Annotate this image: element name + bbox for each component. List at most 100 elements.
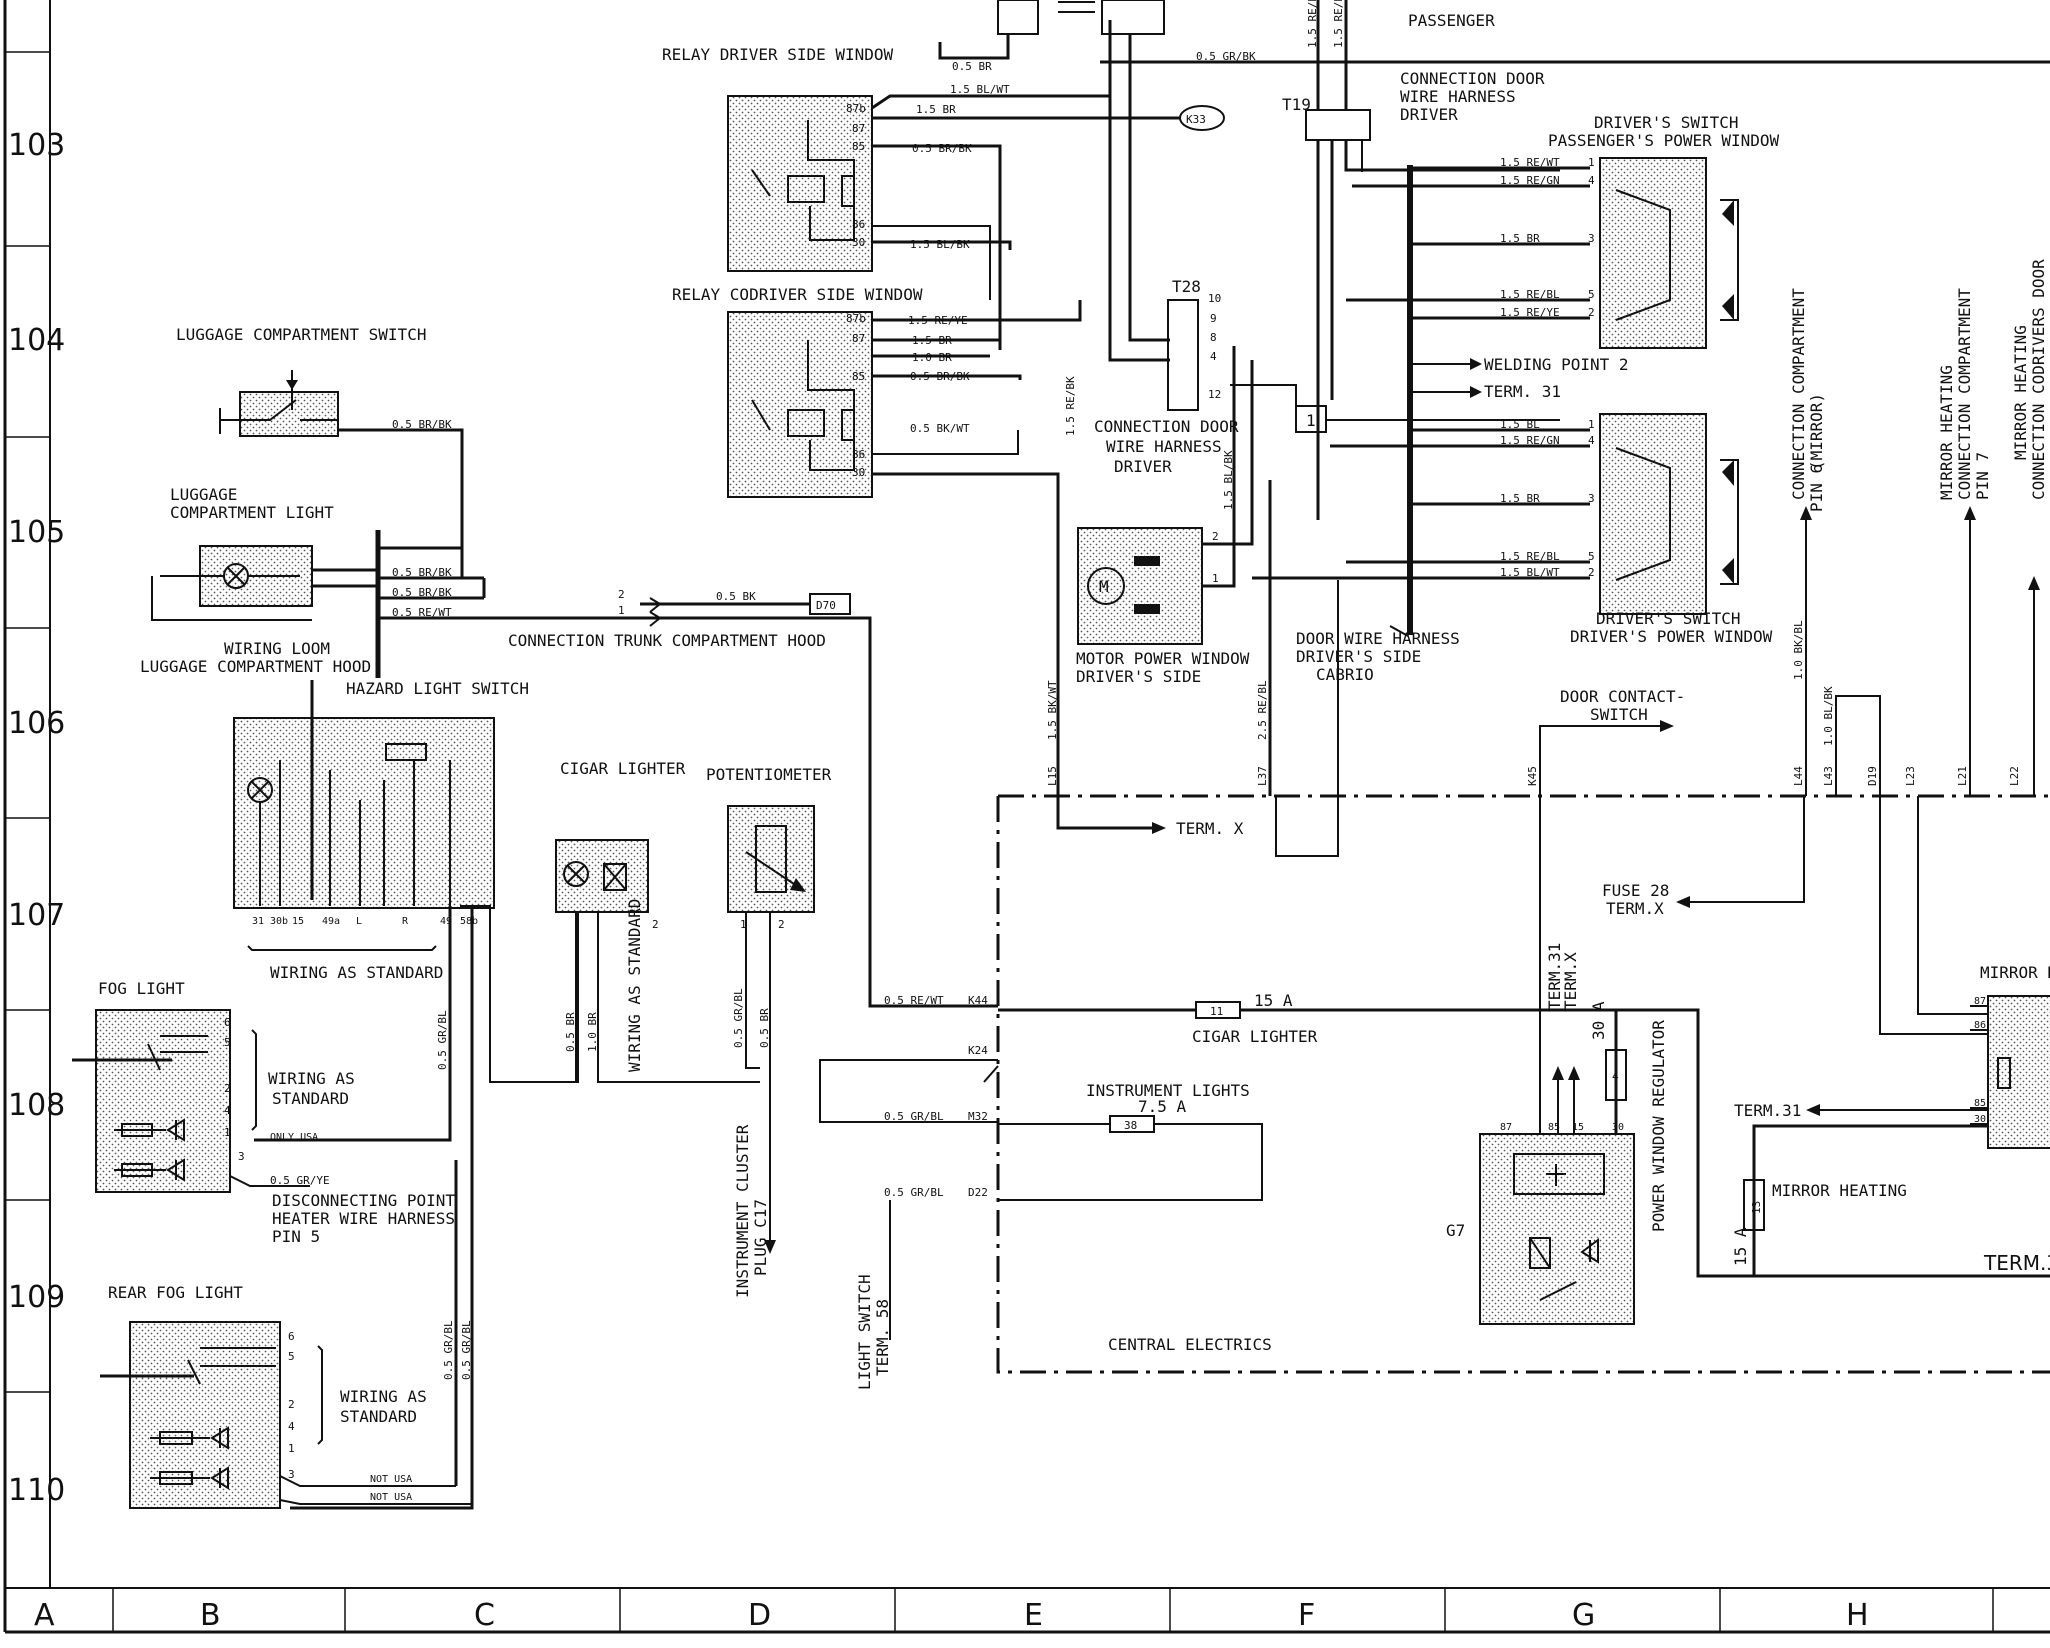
fuse-11: 11 <box>1210 1005 1223 1018</box>
k33-label: K33 <box>1186 113 1206 126</box>
relay-codriver-side-window: RELAY CODRIVER SIDE WINDOW 87b 87 85 86 … <box>672 285 923 498</box>
wire-label-15br: 1.5 BR <box>916 103 956 116</box>
relay-driver-box <box>727 95 873 272</box>
t19-wire-15rebk-a: 1.5 RE/BK <box>1306 0 1319 48</box>
wire-10br-cig: 1.0 BR <box>586 1012 599 1052</box>
row-label-110: 110 <box>8 1473 65 1508</box>
motor-m: M <box>1099 577 1109 596</box>
haz-pin-30b: 30b <box>270 916 288 927</box>
fog-pin-6: 6 <box>224 1016 231 1029</box>
pin-l22: L22 <box>2008 766 2021 786</box>
col-label-a: A <box>34 1598 55 1633</box>
term-x-label: TERM. X <box>1176 819 1244 838</box>
motor-pin-2: 2 <box>1212 530 1219 543</box>
t28-pin-9: 9 <box>1210 312 1217 325</box>
t19-wire-15rebk-b: 1.5 RE/BK <box>1332 0 1345 48</box>
conn-mirror-1: CONNECTION COMPARTMENT <box>1789 288 1808 500</box>
pin-l23: L23 <box>1904 766 1917 786</box>
row-label-106: 106 <box>8 706 65 741</box>
row-label-109: 109 <box>8 1280 65 1315</box>
conn-door-driver-3: DRIVER <box>1114 457 1172 476</box>
door-harness-2: DRIVER'S SIDE <box>1296 647 1421 666</box>
fuse-38: 38 <box>1124 1119 1137 1132</box>
door-harness-1: DOOR WIRE HARNESS <box>1296 629 1460 648</box>
row-label-105: 105 <box>8 515 65 550</box>
d70-label: D70 <box>816 599 836 612</box>
luggage-compartment: LUGGAGE COMPARTMENT SWITCH 0.5 BR/BK LUG… <box>140 325 640 678</box>
wire-05rewt-lug: 0.5 RE/WT <box>392 606 452 619</box>
wire-label-15rebk-v: 1.5 RE/BK <box>1064 376 1077 436</box>
wire-25rebl: 2.5 RE/BL <box>1256 680 1269 740</box>
g7-label: G7 <box>1446 1221 1465 1240</box>
disc-2: HEATER WIRE HARNESS <box>272 1209 455 1228</box>
drv-sw-pin-3: 3 <box>1588 492 1595 505</box>
row-labels: 103 104 105 106 107 108 109 110 <box>8 128 65 1508</box>
cigar-label: CIGAR LIGHTER <box>560 759 686 778</box>
wire-15br-pass: 1.5 BR <box>1500 232 1540 245</box>
instr-cluster-2: PLUG C17 <box>751 1199 770 1276</box>
pin-k24: K24 <box>968 1044 988 1057</box>
haz-pin-r: R <box>402 916 409 927</box>
driver-switch-passenger-window: DRIVER'S SWITCH PASSENGER'S POWER WINDOW… <box>1346 113 1780 349</box>
trunk-hood-connection: 2 1 0.5 BK D70 CONNECTION TRUNK COMPARTM… <box>508 588 998 1008</box>
pin-m32: M32 <box>968 1110 988 1123</box>
cigar-pin-2: 2 <box>652 918 659 931</box>
term3-cut: TERM.3 <box>1983 1251 2050 1275</box>
motor-label-2: DRIVER'S SIDE <box>1076 667 1201 686</box>
pin-k45: K45 <box>1526 766 1539 786</box>
col-label-g: G <box>1572 1598 1595 1633</box>
fog-pin-5: 5 <box>224 1036 231 1049</box>
cigar-lighter: CIGAR LIGHTER 0.5 BR 1.0 BR WIRING AS ST… <box>555 759 760 1083</box>
cigar-fuse-label: CIGAR LIGHTER <box>1192 1027 1318 1046</box>
door-contact-1: DOOR CONTACT- <box>1560 687 1685 706</box>
relay-codriver-box <box>727 311 873 498</box>
haz-pin-49: 49 <box>440 916 452 927</box>
drv-sw-pin-4: 4 <box>1588 434 1595 447</box>
motor-label-1: MOTOR POWER WINDOW <box>1076 649 1250 668</box>
motor-box <box>1077 527 1203 645</box>
relay-codriver-pin-86: 86 <box>852 448 865 461</box>
wire-label-15blbk: 1.5 BL/BK <box>910 238 970 251</box>
mirror-he-label: MIRROR HE <box>1980 963 2050 982</box>
row-label-108: 108 <box>8 1088 65 1123</box>
column-labels: A B C D E F G H <box>34 1598 1869 1633</box>
wire-15blbk-v: 1.5 BL/BK <box>1222 450 1235 510</box>
wire-label-05grbk: 0.5 GR/BK <box>1196 50 1256 63</box>
t19-conn-2: WIRE HARNESS <box>1400 87 1516 106</box>
wire-label-05bkwt: 0.5 BK/WT <box>910 422 970 435</box>
reg-pin-85: 85 <box>1548 1122 1560 1133</box>
frame <box>3 0 2050 1634</box>
rear-fog-light: REAR FOG LIGHT 6 5 2 4 1 3 WIRING AS STA… <box>100 1160 473 1509</box>
motor-power-window: M 2 1 1.5 BL/BK MOTOR POWER WINDOW DRIVE… <box>1076 346 1254 686</box>
rear-fog-pin-3: 3 <box>288 1468 295 1481</box>
t28-pin-10: 10 <box>1208 292 1221 305</box>
relay-codriver-pin-30: 30 <box>852 466 865 479</box>
fog-wiring-as: WIRING AS <box>268 1069 355 1088</box>
relay-driver-pin-30: 30 <box>852 236 865 249</box>
fuse-4: 4 <box>1612 1070 1619 1083</box>
haz-pin-31: 31 <box>252 916 264 927</box>
pin-l15: L15 <box>1046 766 1059 786</box>
rear-fog-label: REAR FOG LIGHT <box>108 1283 243 1302</box>
hazard-wiring-std: WIRING AS STANDARD <box>270 963 443 982</box>
mirror-heat-co-1: MIRROR HEATING <box>2011 325 2030 460</box>
rear-fog-not-usa-2: NOT USA <box>370 1492 412 1503</box>
t19-connector: T19 CONNECTION DOOR WIRE HARNESS DRIVER … <box>1282 0 1560 520</box>
pin-k44: K44 <box>968 994 988 1007</box>
wire-15bl-drv: 1.5 BL <box>1500 418 1540 431</box>
wire-label-15reye: 1.5 RE/YE <box>908 314 968 327</box>
mirror-heat-pin7-3: PIN 7 <box>1973 452 1992 500</box>
pass-sw-pin-5: 5 <box>1588 288 1595 301</box>
t28-pin-4: 4 <box>1210 350 1217 363</box>
regulator-box <box>1479 1133 1635 1325</box>
wire-label-05brbk-1: 0.5 BR/BK <box>912 142 972 155</box>
wire-15rebl-drv: 1.5 RE/BL <box>1500 550 1560 563</box>
t28-pin-12: 12 <box>1208 388 1221 401</box>
wire-05brbk-lug: 0.5 BR/BK <box>392 418 452 431</box>
relay-driver-pin-87: 87 <box>852 122 865 135</box>
fuse-13: 13 <box>1750 1201 1763 1214</box>
luggage-switch-label: LUGGAGE COMPARTMENT SWITCH <box>176 325 426 344</box>
wiring-loom-2: LUGGAGE COMPARTMENT HOOD <box>140 657 371 676</box>
fog-label: FOG LIGHT <box>98 979 185 998</box>
wire-10bkbl: 1.0 BK/BL <box>1792 620 1805 680</box>
